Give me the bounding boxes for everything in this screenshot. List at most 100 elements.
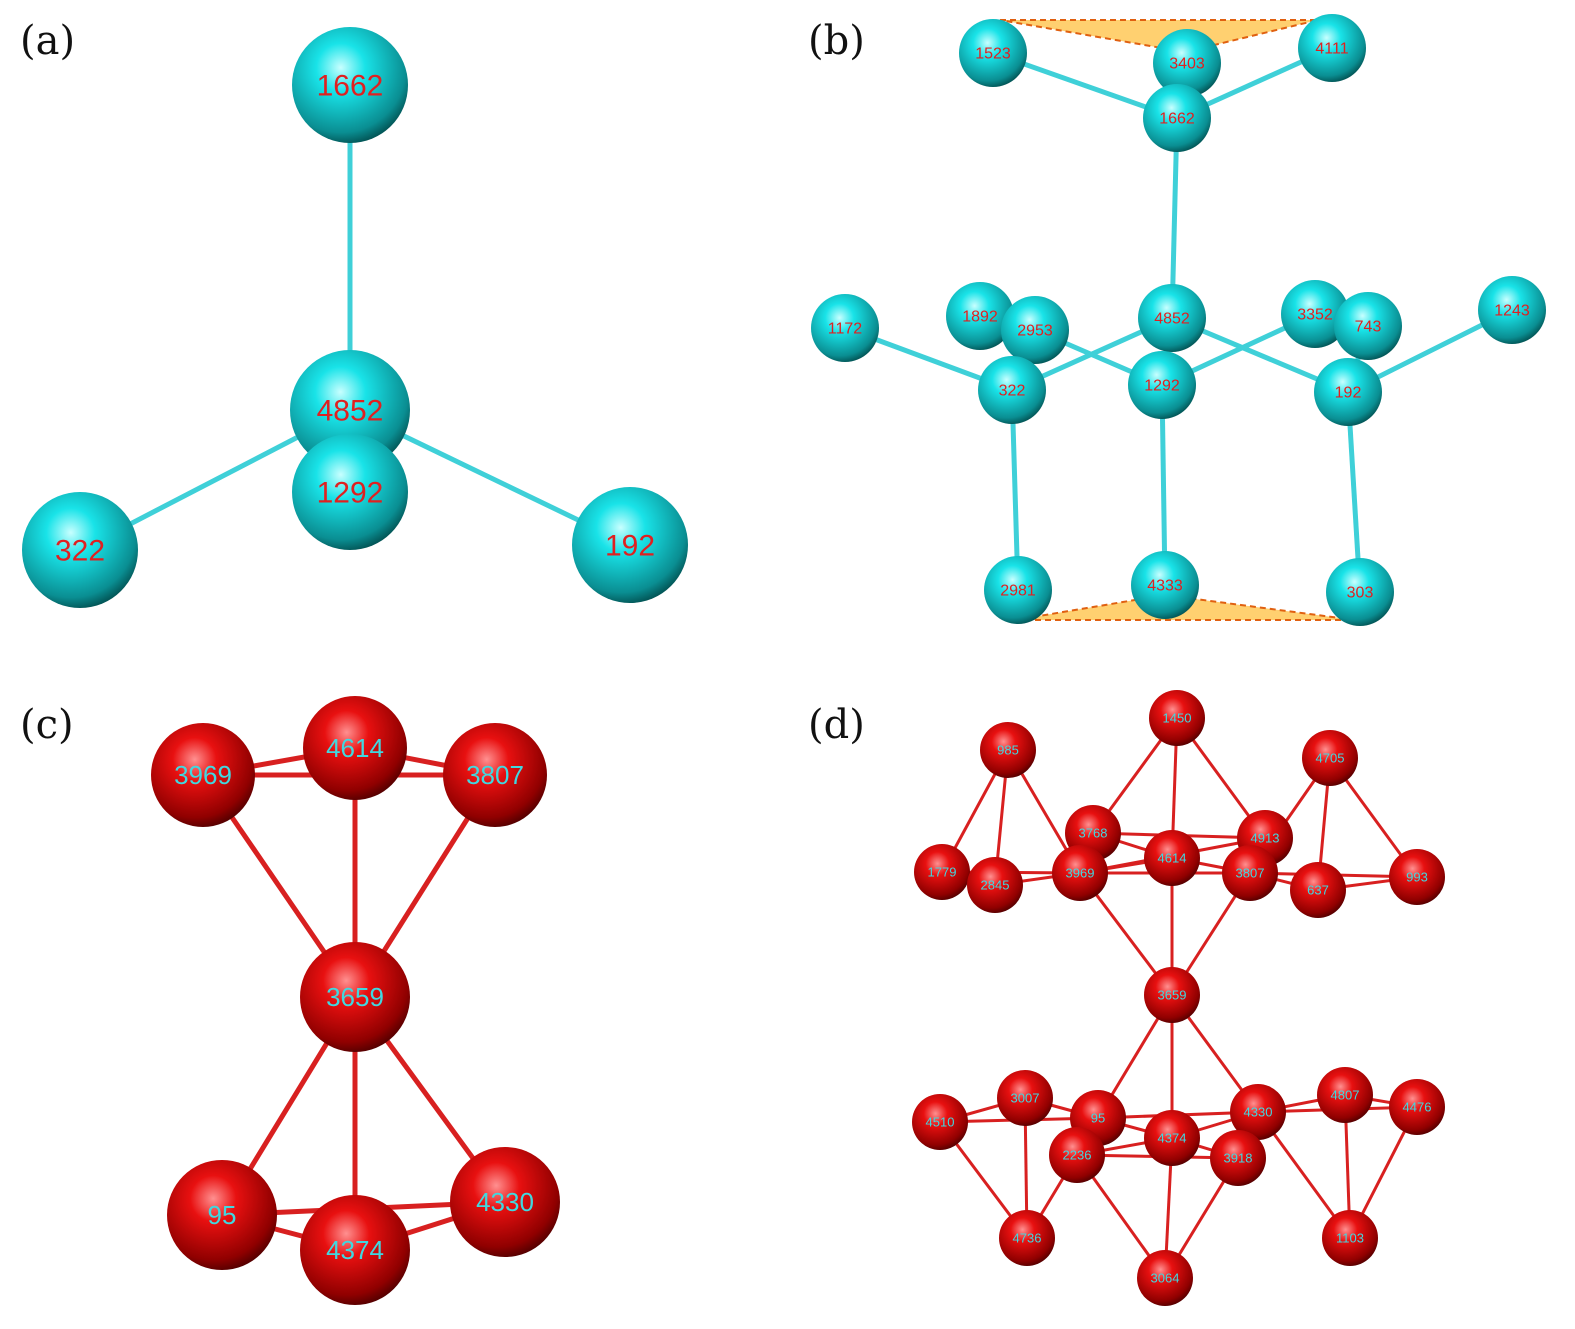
atom-label: 2236 <box>1063 1148 1092 1163</box>
atom-label: 3768 <box>1079 826 1108 841</box>
atom-label: 4913 <box>1251 831 1280 846</box>
atom-label: 4333 <box>1147 578 1183 595</box>
atom-sphere <box>978 356 1046 424</box>
atom-label: 3918 <box>1224 1151 1253 1166</box>
atom: 1292 <box>292 434 408 550</box>
atom-sphere <box>1222 845 1278 901</box>
atom-sphere <box>1144 1110 1200 1166</box>
atom-sphere <box>443 723 547 827</box>
atom: 3403 <box>1153 29 1221 97</box>
atom-label: 4614 <box>1158 851 1187 866</box>
atom-label: 4330 <box>476 1187 534 1217</box>
atom: 3807 <box>443 723 547 827</box>
atom-sphere <box>292 27 408 143</box>
panel-label-a: (a) <box>20 18 76 64</box>
atom-label: 4852 <box>317 395 384 428</box>
atom-sphere <box>1302 730 1358 786</box>
atom-sphere <box>1298 14 1366 82</box>
atom-label: 1450 <box>1163 711 1192 726</box>
atom-sphere <box>1149 690 1205 746</box>
atom-sphere <box>1144 967 1200 1023</box>
atom-label: 4374 <box>326 1235 384 1265</box>
atom: 3007 <box>997 1070 1053 1126</box>
atom-label: 3352 <box>1297 307 1333 324</box>
atom-label: 3064 <box>1151 1271 1180 1286</box>
atom-label: 3807 <box>466 760 524 790</box>
atom: 192 <box>572 487 688 603</box>
atom-label: 192 <box>1335 385 1362 402</box>
atom: 3659 <box>300 942 410 1052</box>
atom: 1662 <box>292 27 408 143</box>
atom-sphere <box>1230 1084 1286 1140</box>
atom-sphere <box>1322 1210 1378 1266</box>
atom-sphere <box>1478 276 1546 344</box>
atom: 1292 <box>1128 351 1196 419</box>
atom: 1892 <box>946 282 1014 350</box>
atom-sphere <box>572 487 688 603</box>
atom-sphere <box>1389 1079 1445 1135</box>
atom-label: 1172 <box>828 321 863 338</box>
atom-sphere <box>999 1210 1055 1266</box>
atom-label: 95 <box>1091 1111 1105 1126</box>
atom-sphere <box>1049 1127 1105 1183</box>
atom-label: 3659 <box>1158 988 1187 1003</box>
atom-sphere <box>997 1070 1053 1126</box>
atom-sphere <box>1210 1130 1266 1186</box>
atom: 4374 <box>1144 1110 1200 1166</box>
atom-label: 4852 <box>1154 311 1190 328</box>
atom-sphere <box>1144 830 1200 886</box>
atom-label: 4614 <box>326 733 384 763</box>
atom: 4614 <box>303 696 407 800</box>
atom: 4852 <box>1138 284 1206 352</box>
atom-label: 3659 <box>326 982 384 1012</box>
atom-label: 3969 <box>174 760 232 790</box>
atom: 993 <box>1389 849 1445 905</box>
atom: 192 <box>1314 358 1382 426</box>
atom-sphere <box>959 19 1027 87</box>
atom-label: 4510 <box>926 1115 955 1130</box>
atom-sphere <box>914 844 970 900</box>
atom: 3064 <box>1137 1250 1193 1306</box>
atom-label: 637 <box>1307 883 1329 898</box>
atom-label: 1892 <box>962 309 998 326</box>
atom: 4614 <box>1144 830 1200 886</box>
panel-label-c: (c) <box>20 702 74 748</box>
atom-sphere <box>167 1160 277 1270</box>
atom-sphere <box>1128 351 1196 419</box>
atom-label: 2845 <box>981 878 1010 893</box>
atom: 3969 <box>1052 845 1108 901</box>
atom-sphere <box>300 1195 410 1305</box>
atom-label: 3403 <box>1169 56 1205 73</box>
atom-sphere <box>984 556 1052 624</box>
atom: 1779 <box>914 844 970 900</box>
atom-label: 322 <box>999 383 1026 400</box>
atom: 2953 <box>1001 296 1069 364</box>
atom-sphere <box>1326 558 1394 626</box>
atom-label: 3807 <box>1236 866 1265 881</box>
atom-sphere <box>292 434 408 550</box>
atom-sphere <box>1290 862 1346 918</box>
atom: 1450 <box>1149 690 1205 746</box>
atom: 4476 <box>1389 1079 1445 1135</box>
atom-sphere <box>980 722 1036 778</box>
atom: 2845 <box>967 857 1023 913</box>
atom: 4510 <box>912 1094 968 1150</box>
atom-label: 1662 <box>317 70 384 103</box>
atom-sphere <box>1281 280 1349 348</box>
atom: 1662 <box>1143 84 1211 152</box>
atom-label: 3969 <box>1066 866 1095 881</box>
atom-label: 2953 <box>1017 323 1053 340</box>
atom-sphere <box>1143 84 1211 152</box>
atom-sphere <box>967 857 1023 913</box>
atom-sphere <box>1137 1250 1193 1306</box>
atom: 1523 <box>959 19 1027 87</box>
atom: 322 <box>978 356 1046 424</box>
atom-label: 192 <box>605 530 655 563</box>
atom-label: 303 <box>1347 585 1374 602</box>
atom-sphere <box>1001 296 1069 364</box>
atom-label: 2981 <box>1000 583 1036 600</box>
